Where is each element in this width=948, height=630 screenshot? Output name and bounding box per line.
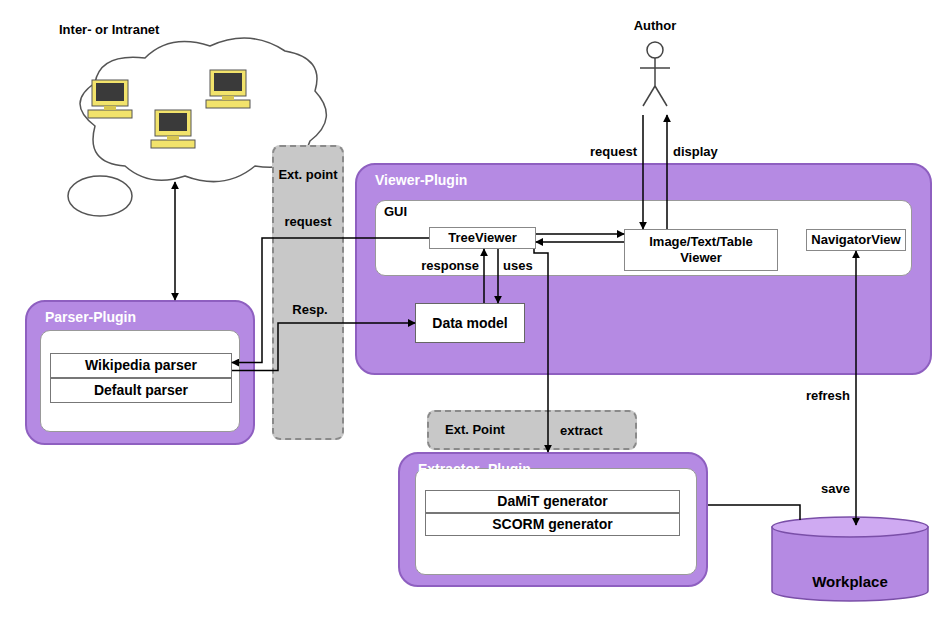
connector [536, 241, 624, 243]
extension-point: Ext. Point [427, 410, 637, 450]
node-text: GUI [384, 204, 903, 220]
edge-label: extract [560, 421, 603, 439]
node-text: TreeViewer [448, 230, 516, 246]
edge-label-text: response [421, 258, 479, 273]
component-box: Image/Text/Table Viewer [624, 229, 778, 271]
parser-box: Wikipedia parser [50, 353, 232, 378]
stick-figure [640, 42, 670, 106]
node-text: Extractor -Plugin [418, 461, 688, 478]
plugin-panel: Extractor -PluginDaMiT generatorSCORM ge… [398, 452, 708, 587]
extension-point: Ext. point [272, 145, 344, 440]
generator-box: SCORM generator [425, 513, 680, 536]
connector [497, 249, 499, 303]
connector [666, 115, 668, 229]
edge-label-text: refresh [806, 388, 850, 403]
edge-label-text: request [590, 144, 637, 159]
edge-label-text: uses [503, 258, 533, 273]
node-text: DaMiT generator [497, 493, 607, 510]
connector [483, 249, 485, 303]
connector [642, 115, 644, 229]
edge-label: display [673, 142, 718, 160]
actor: Author [610, 18, 700, 115]
edge-label: refresh [806, 386, 850, 404]
edge-label-text: Resp. [292, 302, 327, 317]
edge-label-text: display [673, 144, 718, 159]
connector [536, 233, 624, 235]
connector [534, 249, 548, 452]
edge-label-text: request [285, 214, 332, 229]
node-text: Data model [432, 315, 507, 332]
node-text: Viewer-Plugin [375, 172, 912, 189]
edge-label: uses [503, 256, 533, 274]
node-text: Author [610, 18, 700, 34]
node-text: Inter- or Intranet [59, 22, 340, 38]
node-text: Ext. point [277, 167, 339, 183]
node-text: Workplace [812, 573, 888, 591]
data-model-box: Data model [415, 303, 525, 343]
edge-label: Resp. [292, 300, 327, 318]
component-box: NavigatorView [806, 229, 906, 251]
node-text: NavigatorView [811, 232, 900, 248]
database-cylinder: Workplace [770, 515, 930, 603]
cloud-bubble [68, 176, 132, 216]
plugin-panel: Parser-PluginWikipedia parserDefault par… [25, 300, 255, 445]
component-box: TreeViewer [429, 227, 536, 249]
free-label-text: save [821, 481, 850, 496]
connector [708, 505, 800, 520]
edge-label: response [421, 256, 479, 274]
edge-label: request [590, 142, 637, 160]
connector [232, 238, 429, 363]
node-text: Image/Text/Table Viewer [629, 234, 773, 265]
parser-box: Default parser [50, 378, 232, 403]
generator-box: DaMiT generator [425, 490, 680, 513]
edge-label-text: extract [560, 423, 603, 438]
connector [174, 182, 176, 300]
edge-label: request [285, 212, 332, 230]
node-text: Default parser [94, 382, 188, 399]
node-text: Wikipedia parser [85, 357, 197, 374]
node-text: SCORM generator [492, 516, 613, 533]
node-text: Parser-Plugin [45, 309, 235, 326]
free-label: save [821, 479, 850, 497]
computer-icons [88, 70, 250, 148]
connector [855, 251, 857, 525]
connector [232, 323, 415, 371]
